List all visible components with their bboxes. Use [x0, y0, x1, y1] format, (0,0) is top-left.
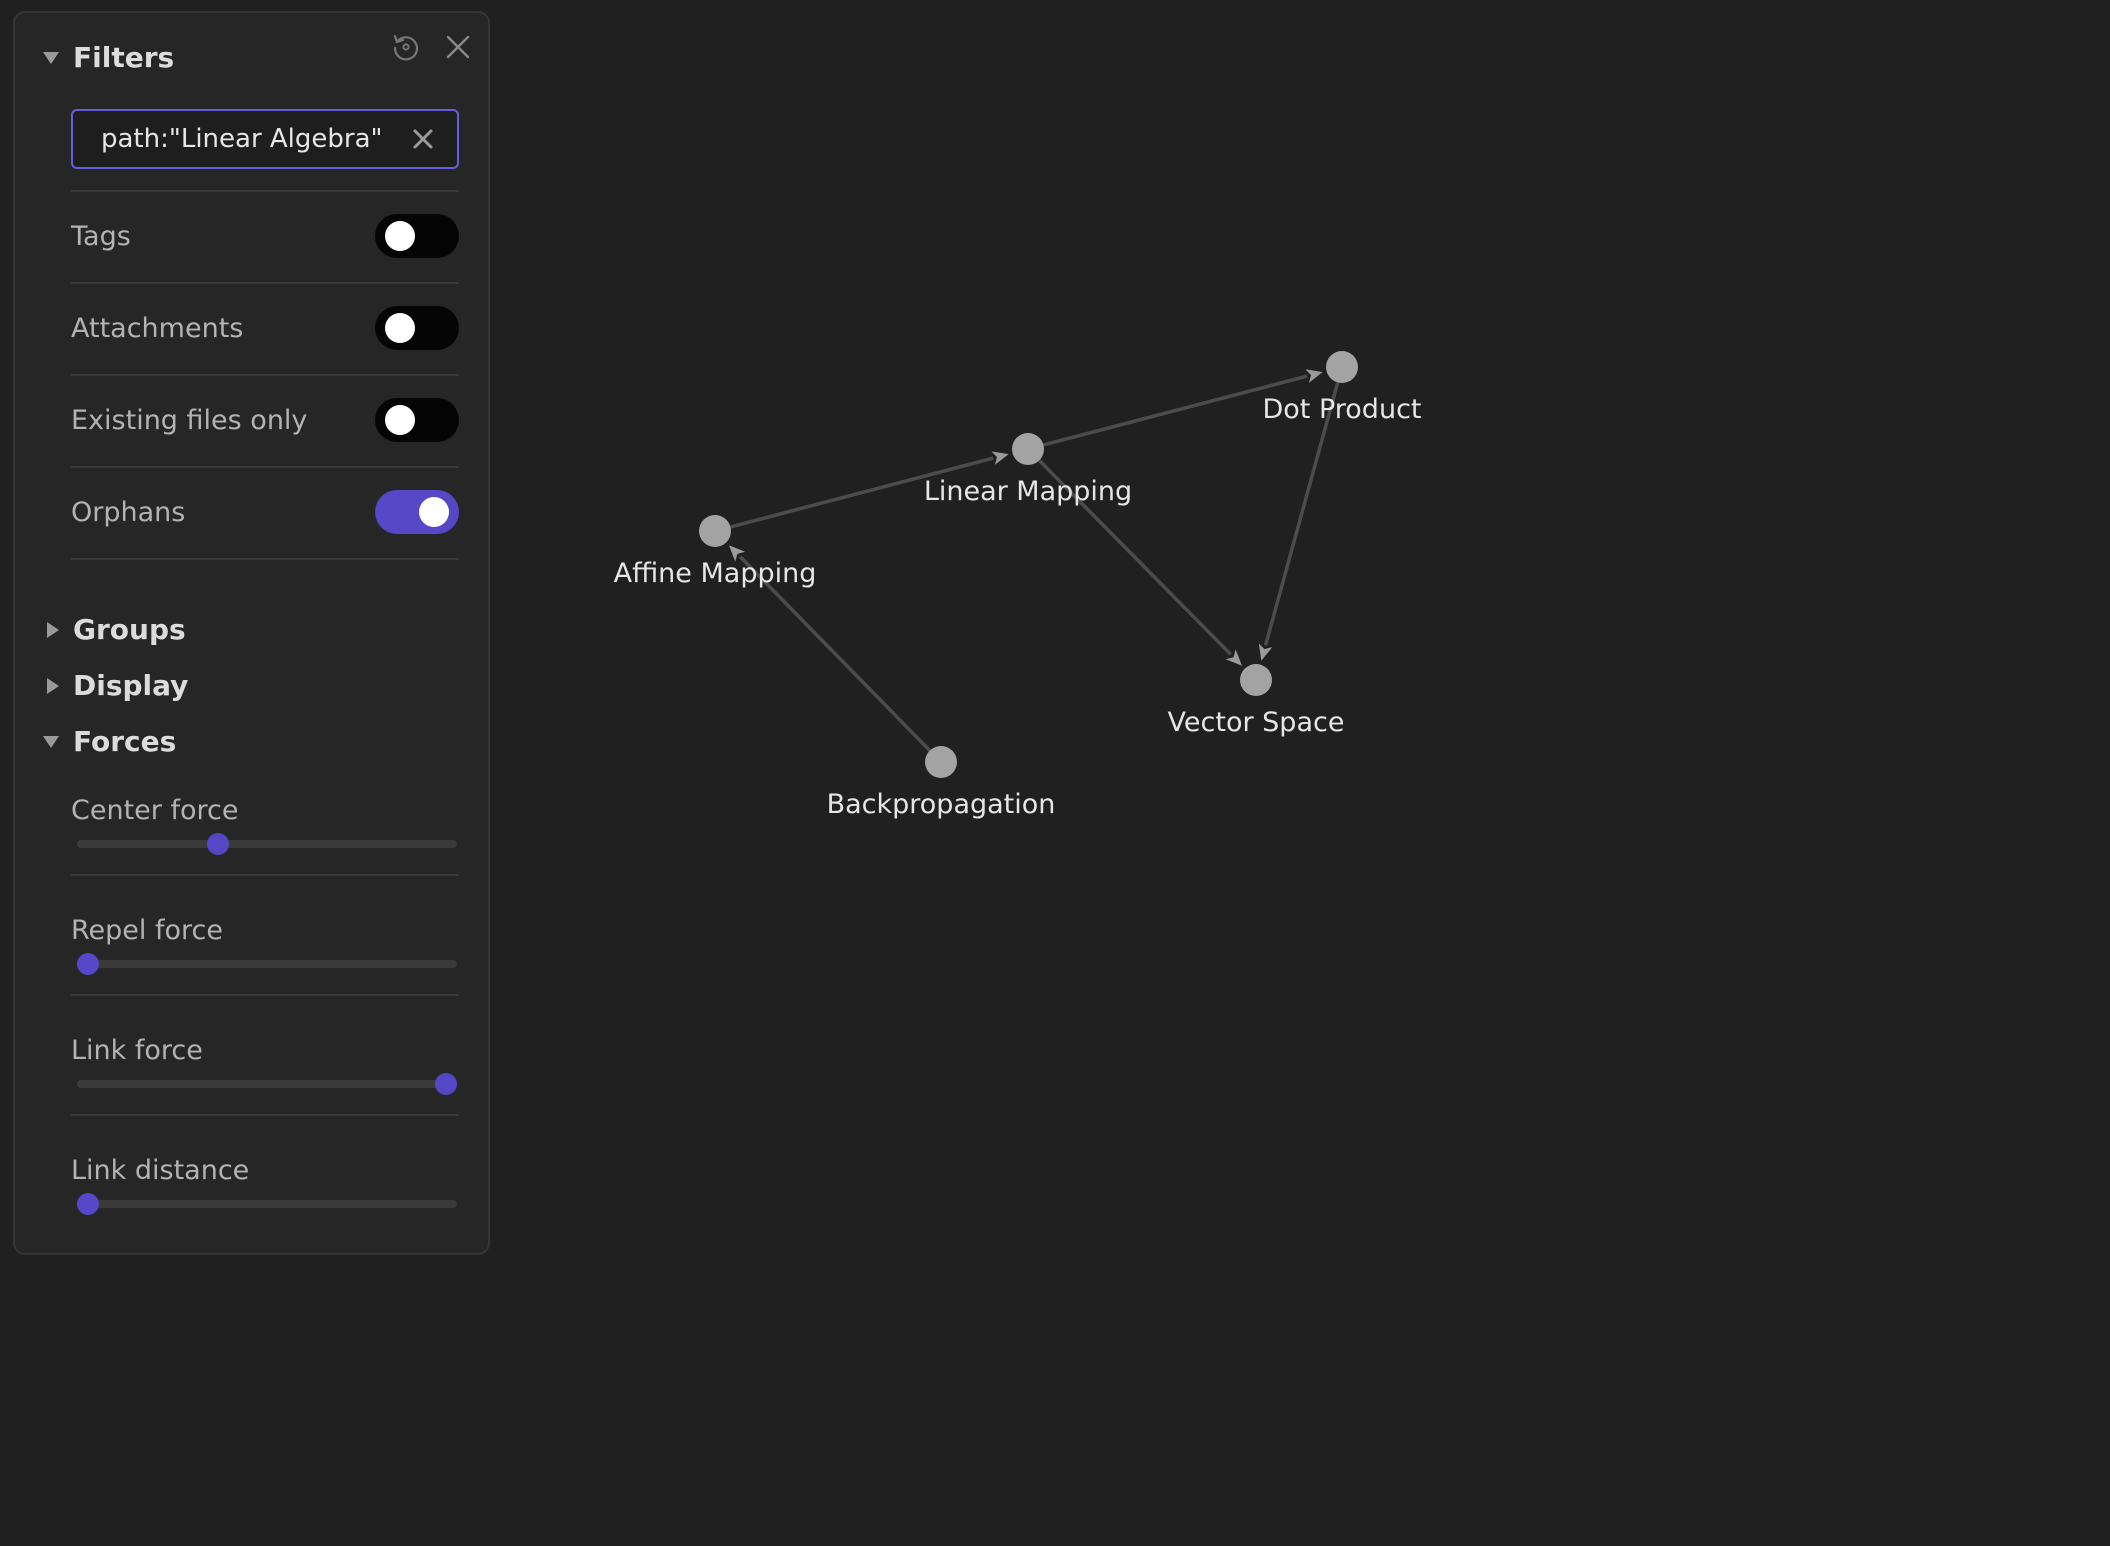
filters-section-header[interactable]: Filters	[43, 41, 174, 74]
edge-arrowhead	[729, 545, 746, 562]
link-distance-slider[interactable]	[77, 1193, 457, 1215]
node-label: Backpropagation	[827, 789, 1056, 820]
repel-force-slider[interactable]	[77, 953, 457, 975]
node-label: Vector Space	[1168, 707, 1345, 738]
slider-thumb[interactable]	[77, 953, 100, 975]
node-linear-mapping[interactable]: Linear Mapping	[924, 433, 1132, 507]
edge-line	[1037, 459, 1232, 656]
node-affine-mapping[interactable]: Affine Mapping	[614, 515, 817, 589]
groups-section-header[interactable]: Groups	[43, 613, 186, 646]
filters-title: Filters	[73, 41, 175, 74]
link-force-slider[interactable]	[77, 1073, 457, 1095]
node-circle[interactable]	[1240, 664, 1272, 696]
caret-right-icon	[47, 621, 59, 638]
orphans-toggle[interactable]	[375, 490, 459, 534]
tags-label: Tags	[71, 220, 131, 252]
graph-edges	[729, 369, 1340, 752]
edge-line	[1043, 374, 1308, 447]
link-force-label: Link force	[71, 1035, 203, 1066]
slider-thumb[interactable]	[434, 1073, 457, 1095]
link-distance-label: Link distance	[71, 1155, 250, 1186]
edge-line	[1263, 381, 1340, 646]
divider	[71, 282, 459, 284]
slider-thumb[interactable]	[206, 833, 229, 855]
toggle-knob	[419, 497, 449, 527]
caret-right-icon	[47, 677, 59, 694]
node-vector-space[interactable]: Vector Space	[1168, 664, 1345, 738]
edge-arrowhead	[1305, 369, 1323, 383]
divider	[71, 374, 459, 376]
orphans-label: Orphans	[71, 496, 186, 528]
edge-linear-mapping-to-vector-space	[1037, 459, 1242, 666]
edge-dot-product-to-vector-space	[1258, 381, 1340, 661]
node-dot-product[interactable]: Dot Product	[1263, 351, 1422, 425]
edge-arrowhead	[991, 451, 1009, 465]
edge-backpropagation-to-affine-mapping	[729, 545, 932, 752]
tags-row: Tags	[71, 213, 459, 259]
divider	[71, 994, 459, 996]
edge-arrowhead	[1225, 649, 1242, 666]
node-backpropagation[interactable]: Backpropagation	[827, 746, 1056, 820]
toggle-knob	[385, 313, 415, 343]
reset-button[interactable]	[388, 29, 424, 65]
center-force-slider[interactable]	[77, 833, 457, 855]
node-circle[interactable]	[1326, 351, 1358, 383]
repel-force-label: Repel force	[71, 915, 223, 946]
node-label: Affine Mapping	[614, 558, 817, 589]
attachments-toggle[interactable]	[375, 306, 459, 350]
tags-toggle[interactable]	[375, 214, 459, 258]
groups-title: Groups	[73, 613, 186, 646]
clear-search-button[interactable]	[409, 125, 437, 153]
display-section-header[interactable]: Display	[43, 669, 188, 702]
attachments-label: Attachments	[71, 312, 244, 344]
divider	[71, 190, 459, 192]
display-title: Display	[73, 669, 189, 702]
node-label: Dot Product	[1263, 394, 1422, 425]
clear-search-icon	[413, 129, 433, 149]
close-panel-button[interactable]	[440, 29, 476, 65]
edge-arrowhead	[1258, 643, 1273, 661]
divider	[71, 558, 459, 560]
node-label: Linear Mapping	[924, 476, 1132, 507]
divider	[71, 466, 459, 468]
panel-controls	[388, 29, 476, 65]
slider-thumb[interactable]	[77, 1193, 100, 1215]
close-icon	[446, 35, 470, 59]
reset-icon	[393, 34, 419, 61]
orphans-row: Orphans	[71, 489, 459, 535]
graph-settings-panel: Filters Tags Attachments Existing files …	[13, 11, 490, 1255]
search-box	[71, 109, 459, 169]
node-circle[interactable]	[925, 746, 957, 778]
center-force-label: Center force	[71, 795, 239, 826]
caret-down-icon	[43, 735, 59, 748]
toggle-knob	[385, 221, 415, 251]
edge-line	[730, 456, 994, 529]
existing-files-label: Existing files only	[71, 404, 308, 436]
existing-files-row: Existing files only	[71, 397, 459, 443]
forces-title: Forces	[73, 725, 177, 758]
search-input[interactable]	[101, 124, 409, 154]
edge-line	[738, 555, 932, 752]
caret-down-icon	[43, 51, 59, 64]
node-circle[interactable]	[1012, 433, 1044, 465]
node-circle[interactable]	[699, 515, 731, 547]
edge-affine-mapping-to-linear-mapping	[730, 451, 1009, 529]
edge-linear-mapping-to-dot-product	[1043, 369, 1323, 447]
divider	[71, 1114, 459, 1116]
forces-section-header[interactable]: Forces	[43, 725, 176, 758]
attachments-row: Attachments	[71, 305, 459, 351]
existing-files-toggle[interactable]	[375, 398, 459, 442]
divider	[71, 874, 459, 876]
toggle-knob	[385, 405, 415, 435]
